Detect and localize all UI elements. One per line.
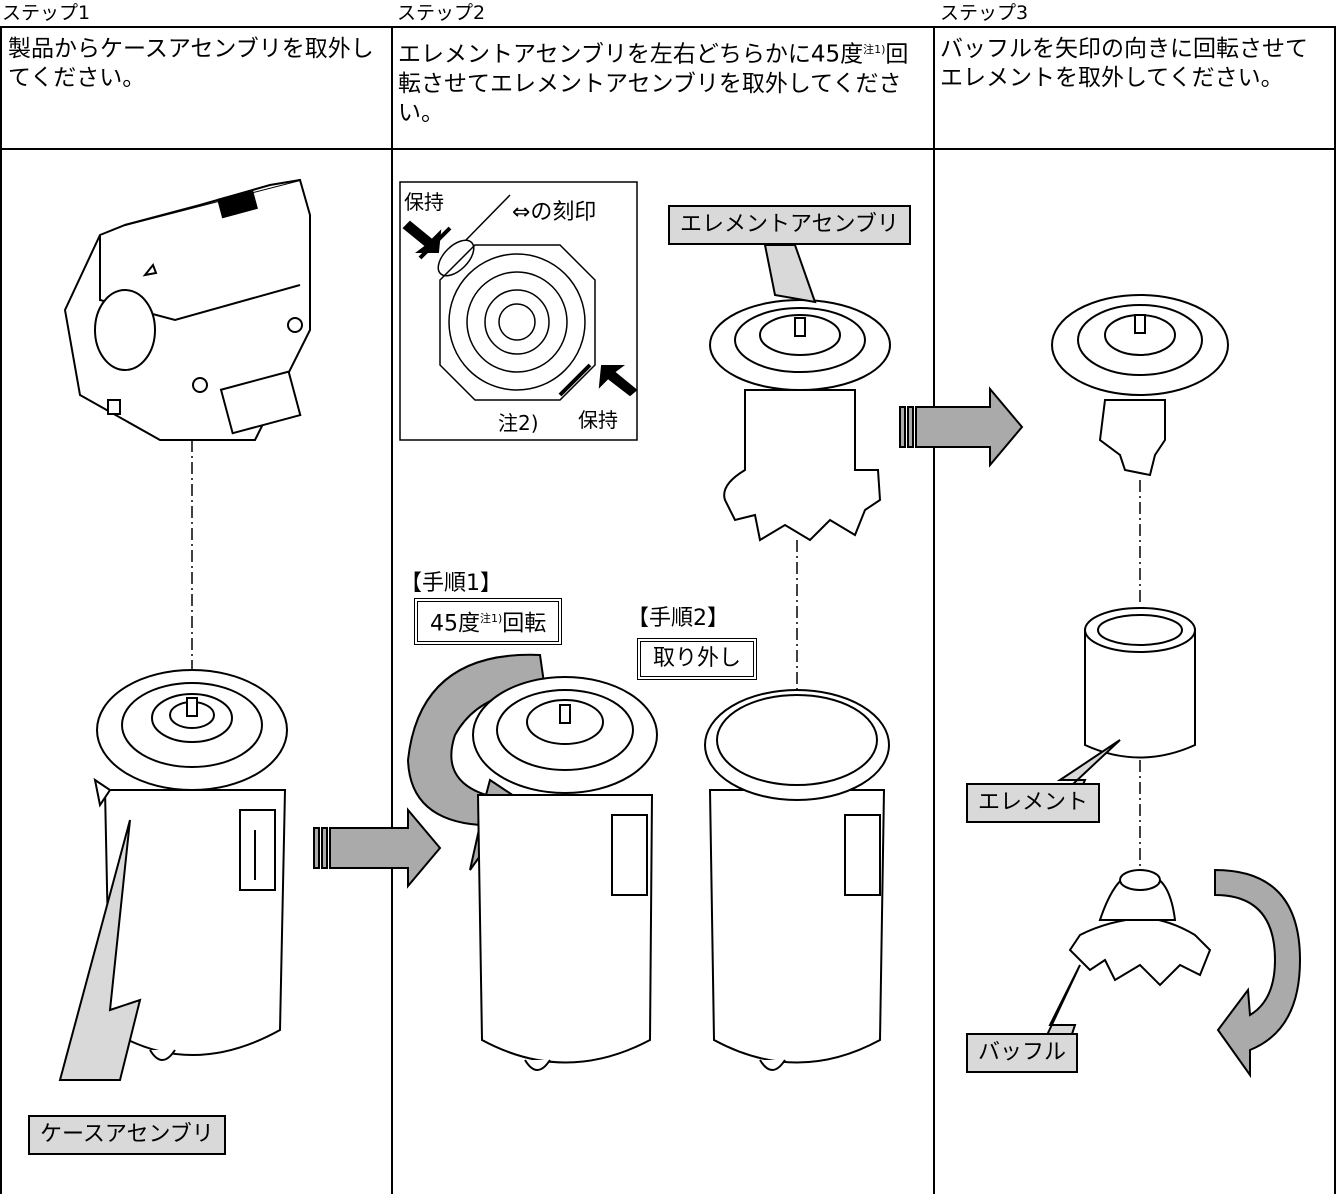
step2-header: ステップ2 — [397, 2, 486, 24]
procedure1-text-tail: 回転 — [502, 611, 547, 637]
arrow-step1-to-step2 — [313, 807, 442, 889]
baffle-illustration — [1068, 869, 1212, 987]
case-without-element-illustration — [704, 689, 890, 1071]
note2-label: 注2) — [498, 411, 539, 435]
procedure1-box: 45度注1)回転 — [414, 598, 563, 646]
procedure2-title: 【手順2】 — [627, 606, 729, 631]
element-cap-illustration — [1051, 294, 1229, 477]
product-body-illustration — [63, 178, 311, 441]
hold-label-top: 保持 — [404, 190, 444, 214]
procedure1-text-note: 注1) — [480, 612, 503, 625]
procedure1-title: 【手順1】 — [400, 571, 502, 596]
step2-instruction-note: 注1) — [863, 43, 886, 56]
baffle-rotate-arrow — [1214, 868, 1302, 1079]
step1-instruction: 製品からケースアセンブリを取外してください。 — [8, 36, 374, 91]
element-top-view — [437, 239, 596, 401]
element-assembly-leader — [763, 244, 817, 304]
hold-label-bottom: 保持 — [578, 408, 618, 432]
case-assembly-illustration — [93, 669, 288, 1061]
element-assembly-illustration — [709, 299, 891, 542]
step3-header: ステップ3 — [940, 2, 1029, 24]
marking-label: ⇔の刻印 — [512, 200, 597, 225]
step3-instruction: バッフルを矢印の向きに回転させてエレメントを取外してください。 — [940, 36, 1308, 91]
case-assembly-label: ケースアセンブリ — [28, 1115, 226, 1155]
procedure2-box: 取り外し — [637, 638, 758, 680]
case-assembly-leader — [58, 819, 142, 1081]
baffle-label: バッフル — [966, 1033, 1079, 1073]
element-label: エレメント — [966, 783, 1101, 823]
hold-arrows — [402, 194, 638, 397]
element-cylinder-illustration — [1084, 607, 1196, 759]
case-with-element-illustration — [472, 676, 658, 1071]
step2-instruction-main: エレメントアセンブリを左右どちらかに45度 — [398, 41, 864, 68]
element-assembly-label: エレメントアセンブリ — [668, 205, 911, 245]
step1-header: ステップ1 — [2, 2, 91, 24]
procedure1-text-main: 45度 — [430, 611, 480, 637]
arrow-step2-to-step3 — [899, 386, 1024, 468]
step2-instruction-tail: 回転させてエレメントアセンブリを取外してください。 — [398, 41, 909, 126]
step2-instruction: エレメントアセンブリを左右どちらかに45度注1)回転させてエレメントアセンブリを… — [398, 35, 928, 128]
